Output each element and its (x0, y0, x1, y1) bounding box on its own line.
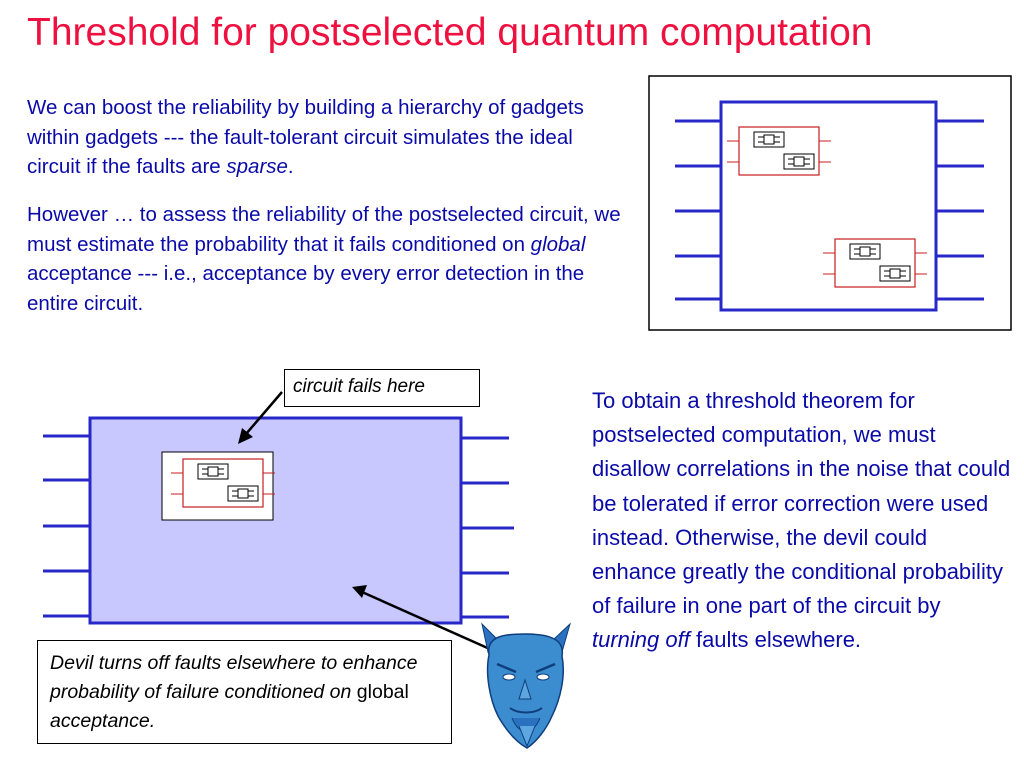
p2-text: However … to assess the reliability of t… (27, 203, 621, 256)
paragraph-threshold: To obtain a threshold theorem for postse… (592, 384, 1012, 658)
devil-callout: Devil turns off faults elsewhere to enha… (37, 640, 452, 744)
p2-emphasis: global (530, 232, 586, 256)
paragraph-however: However … to assess the reliability of t… (27, 200, 627, 318)
circuit-wires-left (43, 434, 90, 618)
top-right-circuit-figure (648, 75, 1012, 331)
postselected-circuit-figure (43, 416, 514, 625)
devil-callout-text-a: Devil turns off faults elsewhere to enha… (50, 652, 418, 703)
wires-right (936, 119, 984, 301)
devil-callout-global: global (356, 681, 409, 703)
p3-emphasis: turning off (592, 627, 690, 653)
slide-title: Threshold for postselected quantum compu… (27, 11, 873, 54)
devil-callout-text-c: acceptance. (50, 710, 156, 732)
circuit-fails-callout: circuit fails here (284, 369, 480, 407)
gadget-lower (823, 239, 927, 287)
p3-text: To obtain a threshold theorem for postse… (592, 388, 1011, 619)
p1-text: We can boost the reliability by building… (27, 96, 584, 178)
failed-gadget (171, 459, 275, 507)
p1-end: . (287, 155, 294, 178)
paragraph-hierarchy: We can boost the reliability by building… (27, 93, 627, 182)
p3-end: faults elsewhere. (689, 627, 862, 653)
arrow-to-failure (238, 391, 283, 444)
circuit-wires-right (461, 436, 514, 619)
p2-end: acceptance --- i.e., acceptance by every… (27, 262, 585, 315)
p1-emphasis: sparse (226, 155, 288, 178)
devil-face-icon (481, 622, 571, 749)
wires-left (675, 119, 721, 301)
gadget-upper (727, 127, 831, 175)
arrow-devil-elsewhere (352, 585, 493, 652)
postselected-circuit-box (88, 416, 463, 625)
